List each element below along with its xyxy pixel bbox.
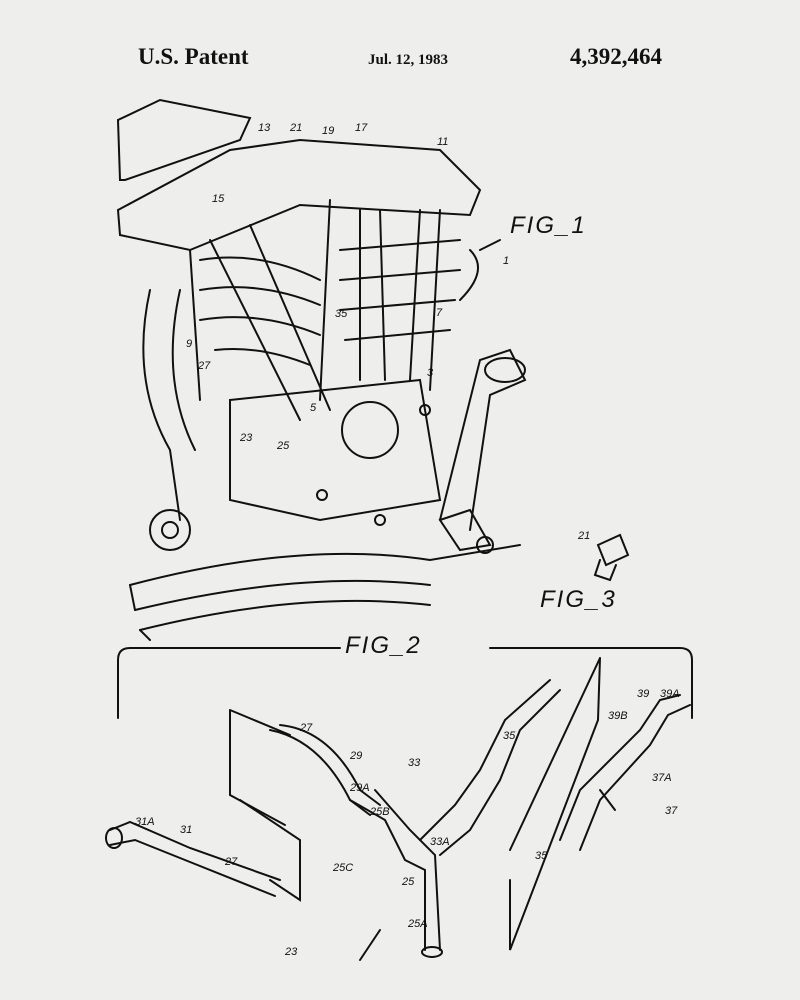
ref-label: 7: [436, 307, 443, 319]
fig3-plug-drawing: [593, 533, 630, 582]
ref-label: 1: [503, 255, 510, 267]
ref-label: 23: [240, 432, 253, 444]
fig3-title: FIG_3: [540, 586, 617, 613]
ref-label: 29: [350, 750, 363, 762]
ref-label: 35: [535, 850, 548, 862]
ref-label: 27: [198, 360, 211, 372]
patent-date: Jul. 12, 1983: [368, 52, 449, 68]
ref-label: 9: [186, 338, 193, 350]
patent-number: 4,392,464: [570, 44, 662, 69]
fig1-title: FIG_1: [510, 212, 587, 239]
ref-label: 33: [408, 757, 421, 769]
ref-label: 27: [225, 856, 238, 868]
ref-label: 21: [578, 530, 591, 542]
ref-label: 23: [285, 946, 298, 958]
ref-label: 19: [322, 125, 335, 137]
ref-label: 17: [355, 122, 368, 134]
engine-drawing: [116, 98, 527, 641]
ref-label: 27: [300, 722, 313, 734]
ref-label: 39: [637, 688, 650, 700]
ref-label: 39B: [608, 710, 628, 722]
ref-label: 31A: [135, 816, 155, 828]
fig2-title: FIG_2: [345, 632, 422, 659]
ref-label: 13: [258, 122, 271, 134]
ref-label: 25C: [333, 862, 354, 874]
ref-label: 25: [402, 876, 415, 888]
ref-label: 25B: [370, 806, 390, 818]
ref-label: 25: [277, 440, 290, 452]
ref-label: 37: [665, 805, 678, 817]
ref-label: 33A: [430, 836, 450, 848]
hose-assembly-drawing: [105, 657, 691, 961]
patent-label: U.S. Patent: [138, 44, 249, 69]
ref-label: 15: [212, 193, 225, 205]
fig2-bracket: [117, 647, 693, 719]
ref-label: 35: [335, 308, 348, 320]
ref-label: 25A: [408, 918, 428, 930]
ref-label: 11: [437, 136, 449, 148]
ref-label: 39A: [660, 688, 680, 700]
ref-label: 31: [180, 824, 193, 836]
ref-label: 37A: [652, 772, 672, 784]
ref-label: 29A: [350, 782, 370, 794]
ref-label: 5: [310, 402, 317, 414]
ref-label: 35: [503, 730, 516, 742]
ref-label: 21: [290, 122, 303, 134]
ref-label: 3: [427, 367, 434, 379]
